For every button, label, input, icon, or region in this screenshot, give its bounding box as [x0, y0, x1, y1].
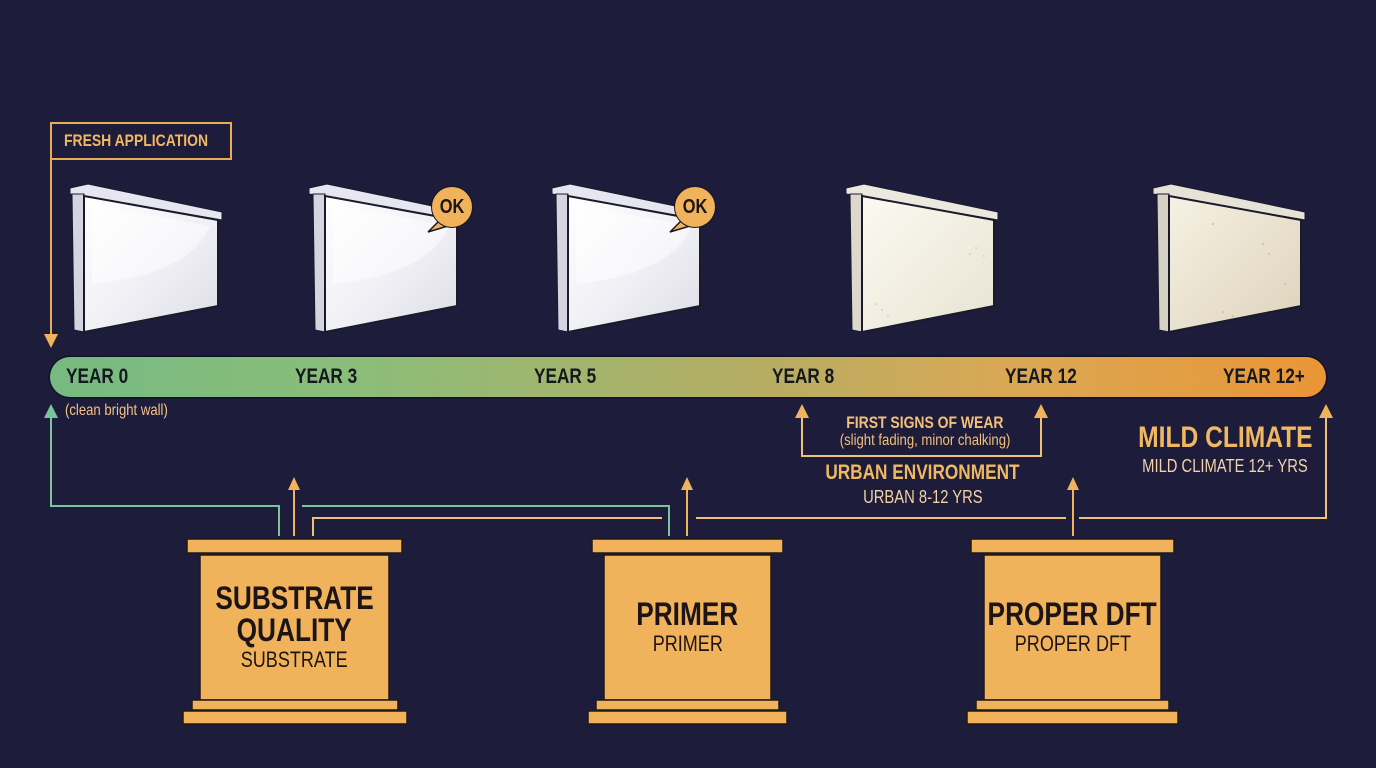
timeline-label-year12: YEAR 12 — [1005, 365, 1077, 388]
pillar-proper-dft: PROPER DFT PROPER DFT — [984, 555, 1161, 700]
first-wear-subtitle: (slight fading, minor chalking) — [839, 432, 1011, 449]
primer-up-arrow — [681, 477, 693, 536]
mild-title: MILD CLIMATE — [1137, 421, 1313, 454]
pillar-primer-title: PRIMER — [636, 595, 739, 632]
year0-note: (clean bright wall) — [65, 402, 168, 419]
ok-badge-year3: OK — [431, 186, 473, 228]
pillar-primer-shape — [587, 538, 788, 725]
first-wear-bracket — [795, 404, 1048, 457]
wall-year5 — [551, 183, 705, 334]
pillar-substrate-title1: SUBSTRATE — [215, 579, 374, 616]
fresh-application-arrow — [44, 160, 58, 348]
pillar-primer: PRIMER PRIMER — [604, 555, 771, 700]
timeline-label-year8: YEAR 8 — [772, 365, 835, 388]
pillar-substrate-quality: SUBSTRATE QUALITY SUBSTRATE — [200, 555, 389, 700]
ok-badge-year5: OK — [674, 186, 716, 228]
pillar-substrate-shape — [182, 538, 408, 725]
pillar-primer-subtitle: PRIMER — [652, 630, 723, 656]
urban-title: URBAN ENVIRONMENT — [825, 461, 1020, 484]
fresh-application-label: FRESH APPLICATION — [50, 122, 232, 160]
wall-year0 — [69, 183, 223, 334]
pillar-dft-shape — [966, 538, 1179, 725]
dft-to-year12plus-connector — [1079, 404, 1333, 519]
timeline-label-year0: YEAR 0 — [66, 365, 129, 388]
pillar-substrate-title2: QUALITY — [236, 611, 353, 648]
mild-climate-annotation: MILD CLIMATE MILD CLIMATE 12+ YRS — [1110, 420, 1340, 476]
timeline-label-year3: YEAR 3 — [295, 365, 358, 388]
urban-environment-annotation: URBAN ENVIRONMENT URBAN 8-12 YRS — [790, 460, 1055, 508]
wall-year12 — [1152, 183, 1306, 334]
timeline-label-year12plus: YEAR 12+ — [1223, 365, 1305, 388]
first-signs-of-wear-annotation: FIRST SIGNS OF WEAR (slight fading, mino… — [800, 413, 1050, 449]
timeline-bar: YEAR 0 YEAR 3 YEAR 5 YEAR 8 YEAR 12 YEAR… — [50, 357, 1326, 397]
dft-up-arrow — [1067, 477, 1079, 536]
mild-subtitle: MILD CLIMATE 12+ YRS — [1142, 456, 1308, 476]
pillar-substrate-subtitle: SUBSTRATE — [241, 646, 348, 672]
wall-year8 — [845, 183, 999, 334]
pillar-dft-subtitle: PROPER DFT — [1014, 630, 1131, 656]
pillar-dft-title: PROPER DFT — [987, 595, 1158, 632]
urban-subtitle: URBAN 8-12 YRS — [862, 487, 983, 507]
wall-year3 — [308, 183, 462, 334]
fresh-application-text: FRESH APPLICATION — [64, 131, 209, 150]
substrate-to-year0-connector — [44, 404, 670, 536]
substrate-up-arrow — [288, 477, 300, 536]
substrate-primer-connector — [312, 517, 662, 536]
first-wear-title: FIRST SIGNS OF WEAR — [846, 413, 1004, 432]
timeline-label-year5: YEAR 5 — [534, 365, 597, 388]
